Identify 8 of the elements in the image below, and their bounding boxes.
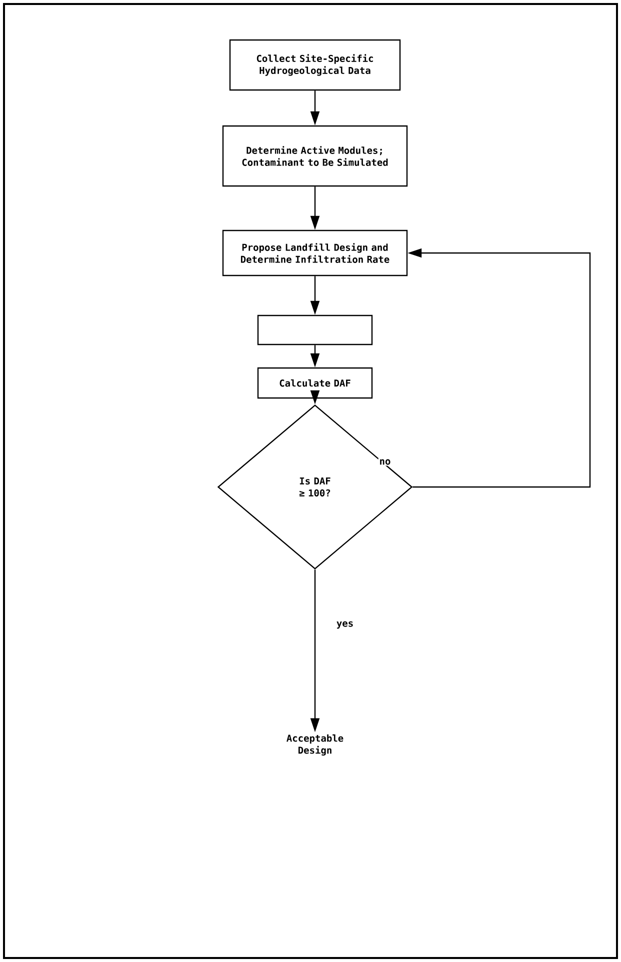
terminal-text: Acceptable Design xyxy=(286,734,344,756)
edge-label: no xyxy=(380,459,390,465)
process-box: Collect Site-Specific Hydrogeological Data xyxy=(229,39,401,91)
process-box xyxy=(257,314,373,346)
edge-label: yes xyxy=(336,621,353,629)
process-box: Calculate DAF xyxy=(257,367,373,399)
process-box: Propose Landfill Design and Determine Infiltration Rate xyxy=(222,230,408,276)
process-box: Determine Active Modules; Contaminant to Be Simulated xyxy=(222,125,408,187)
